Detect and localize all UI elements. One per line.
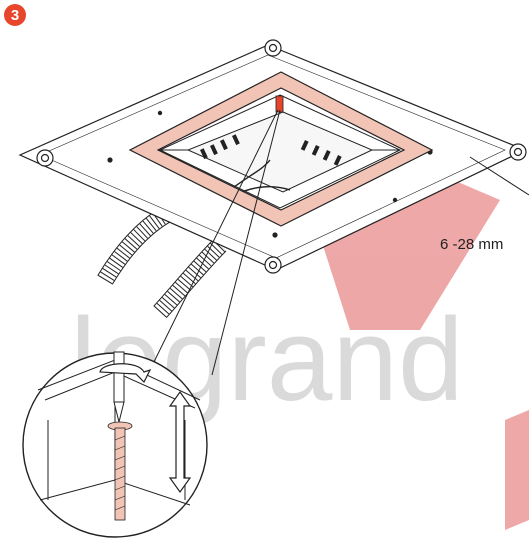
adjustment-screw (107, 421, 133, 521)
rotate-arrow-icon (99, 363, 152, 384)
dimension-label: 6 -28 mm (440, 236, 504, 253)
conduit-left (97, 207, 170, 285)
step-number-badge: 3 (4, 4, 26, 26)
vertical-adjust-arrow-icon (168, 390, 192, 494)
watermark-red-shape-bottom (505, 410, 529, 530)
detail-leader-right (211, 109, 281, 376)
dimension-leader (469, 156, 529, 196)
detail-magnifier (22, 351, 208, 538)
conduit-right (153, 238, 227, 319)
frame-screw (275, 95, 284, 113)
flush-box-cavity (158, 94, 402, 209)
knockout-slots (200, 134, 342, 166)
detail-leader-left (149, 109, 279, 371)
adjustment-frame (128, 71, 434, 227)
screwdriver (113, 351, 125, 423)
